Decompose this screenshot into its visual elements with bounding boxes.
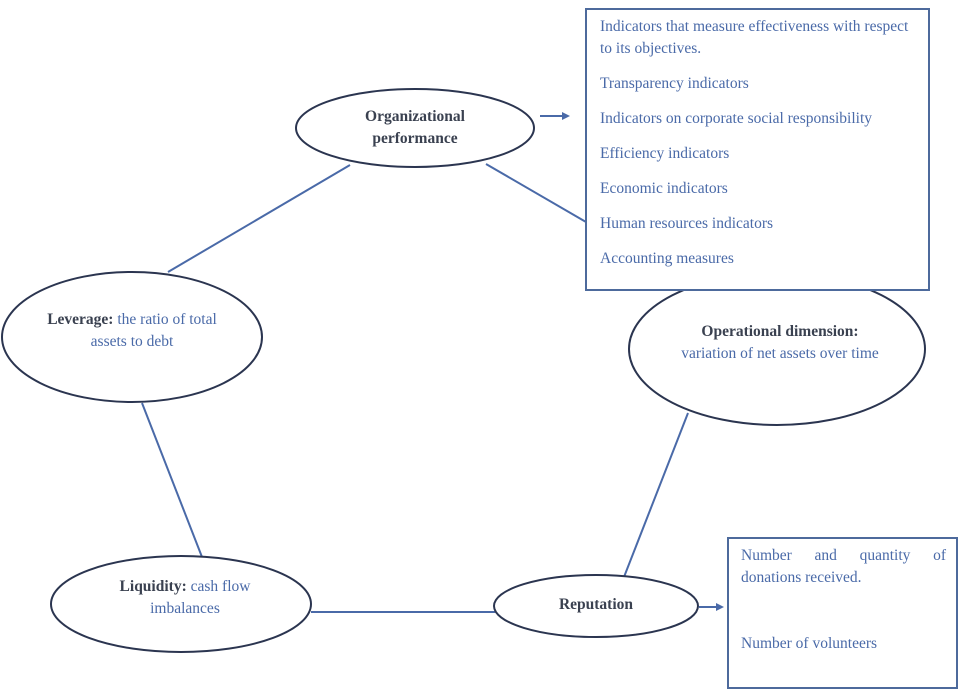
ellipse-leverage (1, 271, 263, 403)
node-description: variation of net assets over time (681, 345, 879, 362)
node-term: Liquidity: (119, 578, 187, 595)
connector-operational-to-reputation (623, 412, 689, 578)
ellipse-organizational-performance (295, 88, 535, 168)
connector-leverage-to-liquidity (141, 402, 203, 558)
indicator-item: Efficiency indicators (600, 145, 730, 162)
indicator-item: Indicators that measure effectiveness wi… (600, 18, 909, 57)
indicator-item: Economic indicators (600, 180, 728, 197)
indicator-item: Transparency indicators (600, 75, 749, 92)
connector-org-to-leverage (167, 164, 351, 273)
node-description: cash flow imbalances (150, 578, 251, 617)
node-organizational-performance: Organizational performance (340, 104, 490, 152)
reputation-indicators-box: Number and quantity of donations receive… (727, 537, 958, 689)
node-term: Operational dimension: (701, 323, 859, 340)
node-reputation: Reputation (520, 592, 672, 618)
indicator-item: Accounting measures (600, 250, 734, 267)
ellipse-reputation (493, 574, 699, 638)
node-liquidity: Liquidity: cash flow imbalances (95, 574, 275, 622)
ellipse-liquidity (50, 555, 312, 653)
node-leverage: Leverage: the ratio of total assets to d… (28, 306, 236, 356)
indicator-item: Number of volunteers (741, 635, 878, 652)
node-term: Organizational performance (365, 108, 465, 147)
node-operational-dimension: Operational dimension: variation of net … (680, 308, 880, 378)
node-term: Reputation (558, 596, 634, 613)
connector-org-to-indicators-box (485, 163, 587, 223)
performance-indicators-box: Indicators that measure effectiveness wi… (585, 8, 930, 291)
indicator-item: Number and quantity of donations receive… (741, 547, 946, 586)
node-description: the ratio of total assets to debt (90, 311, 217, 350)
node-term: Leverage: (47, 311, 114, 328)
indicator-item: Indicators on corporate social responsib… (600, 110, 873, 127)
indicator-item: Human resources indicators (600, 215, 774, 232)
